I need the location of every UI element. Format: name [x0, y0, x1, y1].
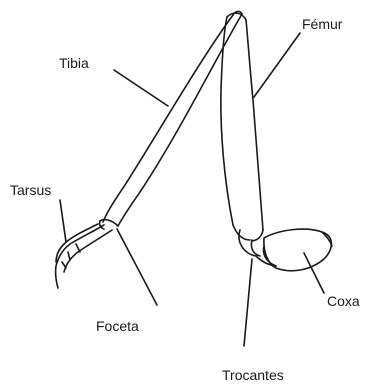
coxa-leader	[304, 253, 324, 293]
tibia-label: Tibia	[59, 55, 89, 71]
foceta-joint	[100, 220, 118, 229]
foceta-label: Foceta	[96, 318, 139, 334]
femur-leader	[254, 33, 300, 97]
tarsus-label: Tarsus	[10, 182, 51, 198]
trocantes-label: Trocantes	[222, 367, 284, 383]
foceta-leader	[117, 229, 157, 305]
coxa-label: Coxa	[327, 293, 360, 309]
tarsus-leader	[60, 200, 66, 242]
trocantes-leader	[244, 259, 252, 346]
femur-label: Fémur	[302, 16, 343, 32]
femur-segment	[221, 13, 263, 241]
tibia-leader	[114, 70, 168, 106]
